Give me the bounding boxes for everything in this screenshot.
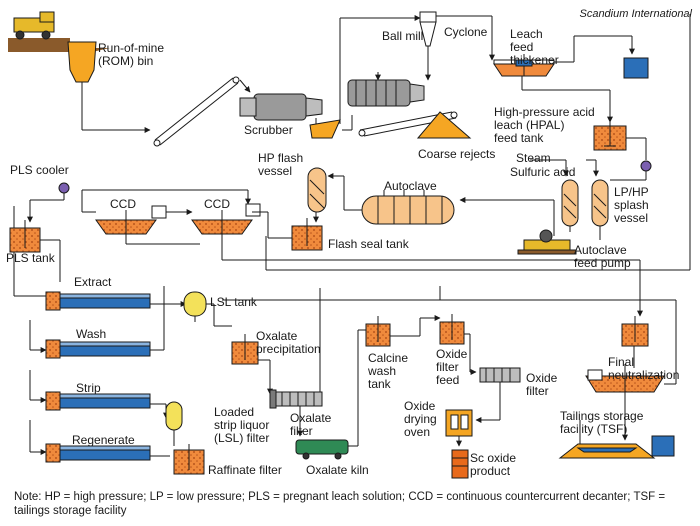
label-lsl-filter: Loaded strip liquor (LSL) filter [214,405,270,445]
label-tsf: Tailings storage facility (TSF) [560,409,644,436]
label-scrubber: Scrubber [244,123,293,137]
label-oxide-drying-oven: Oxide drying oven [404,399,437,439]
label-steam: Steam [516,151,551,165]
hpal-feed-tank-icon [593,118,627,151]
label-oxalate-kiln: Oxalate kiln [306,463,369,477]
label-sc-oxide-product: Sc oxide product [470,451,517,478]
calcine-wash-tank-icon [365,316,391,347]
label-pls-cooler: PLS cooler [10,163,69,177]
label-sulfuric-acid: Sulfuric acid [510,165,576,179]
label-autoclave: Autoclave [384,179,437,193]
label-ball-mill: Ball mill [382,29,424,43]
hp-flash-vessel-icon [307,167,327,213]
lp-hp-splash-vessel-icon [561,179,609,227]
strip-mixer-settler-icon [45,391,151,411]
water-tank-icon [623,57,649,79]
label-rom-bin: Run-of-mine (ROM) bin [98,41,165,68]
haul-truck-icon [8,11,70,52]
label-oxide-filter: Oxide filter [526,371,558,398]
coarse-rejects-pile-icon [416,111,472,139]
oxide-filter-feed-tank-icon [439,314,465,345]
label-regenerate: Regenerate [72,433,135,447]
pls-cooler-icon [58,182,70,194]
label-ccd-2: CCD [204,197,230,211]
screen-sump-icon [309,119,341,139]
label-extract: Extract [74,275,112,289]
water-tank-2-icon [651,435,675,457]
ball-mill-icon [347,79,425,107]
label-leach-feed-thickener: Leach feed thickener [510,27,559,67]
label-pls-tank: PLS tank [6,251,55,265]
rom-bin-icon [67,41,97,83]
extract-mixer-settler-icon [45,291,151,311]
scrubber-icon [239,93,323,121]
pump-icon [640,160,652,172]
ccd-thickener-1-icon [95,205,167,235]
label-autoclave-feed-pump: Autoclave feed pump [574,243,631,270]
label-final-neutralization: Final neutralization [608,355,680,382]
tailings-storage-facility-icon [558,443,656,459]
label-oxide-filter-feed: Oxide filter feed [436,347,468,387]
wash-mixer-settler-icon [45,339,151,359]
sc-oxide-product-icon [451,449,469,479]
final-neutralization-tank-icon [621,316,649,347]
label-cyclone: Cyclone [444,25,488,39]
neutralization-thickener-icon [585,364,665,393]
footnote: Note: HP = high pressure; LP = low press… [14,491,666,517]
label-hp-flash-vessel: HP flash vessel [258,151,304,178]
oxalate-kiln-icon [295,439,349,460]
label-oxalate-filter: Oxalate filter [290,411,332,438]
lsl-filter-icon [165,401,183,431]
label-strip: Strip [76,381,101,395]
label-coarse-rejects: Coarse rejects [418,147,496,161]
label-hpal-feed-tank: High-pressure acid leach (HPAL) feed tan… [494,105,595,145]
label-wash: Wash [76,327,107,341]
autoclave-feed-pump-icon [517,229,577,255]
oxide-filter-icon [479,367,521,383]
label-lp-hp-splash-vessel: LP/HP splash vessel [614,185,649,225]
ccd-thickener-2-icon [191,203,261,235]
label-raffinate-filter: Raffinate filter [208,463,282,477]
label-flash-seal-tank: Flash seal tank [328,237,409,251]
oxide-drying-oven-icon [445,409,473,437]
flash-seal-tank-icon [291,218,323,251]
credit-text: Scandium International [579,8,692,20]
oxalate-filter-icon [269,389,323,409]
label-oxalate-precipitation: Oxalate precipitation [256,329,321,356]
raffinate-filter-icon [173,444,205,475]
lsl-tank-icon [183,291,207,322]
label-lsl-tank: LSL tank [210,295,257,309]
oxalate-precipitation-tank-icon [231,334,259,365]
label-ccd-1: CCD [110,197,136,211]
label-calcine-wash-tank: Calcine wash tank [368,351,409,391]
conveyor-icon [153,76,240,147]
cyclone-icon [419,11,437,47]
autoclave-icon [361,190,455,225]
